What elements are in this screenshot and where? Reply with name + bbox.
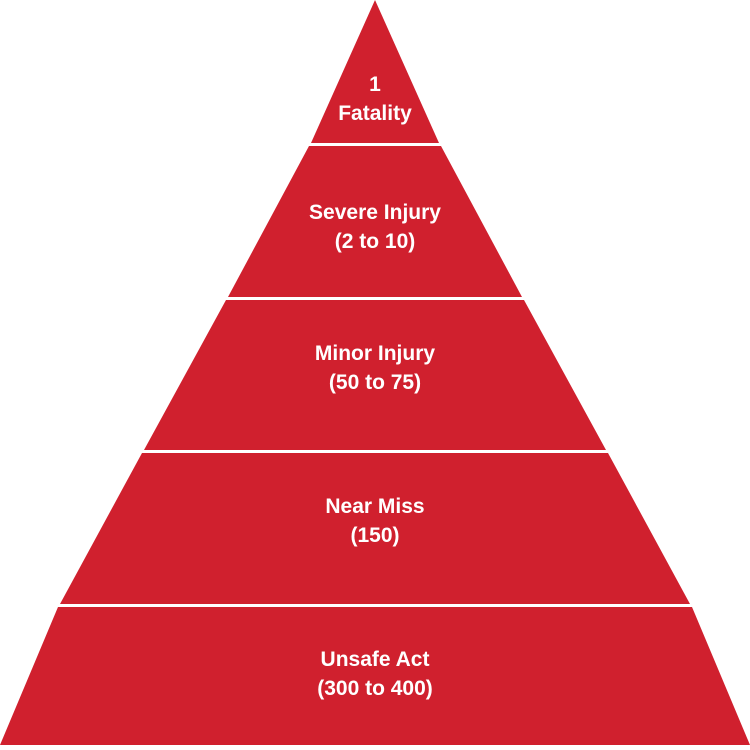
pyramid-tier-3-minor-injury — [144, 300, 606, 450]
pyramid-tier-2-severe-injury — [228, 146, 522, 297]
pyramid-tier-1-fatality — [311, 0, 439, 143]
pyramid-tier-5-unsafe-act — [0, 607, 750, 745]
pyramid-tier-4-near-miss — [60, 453, 690, 604]
